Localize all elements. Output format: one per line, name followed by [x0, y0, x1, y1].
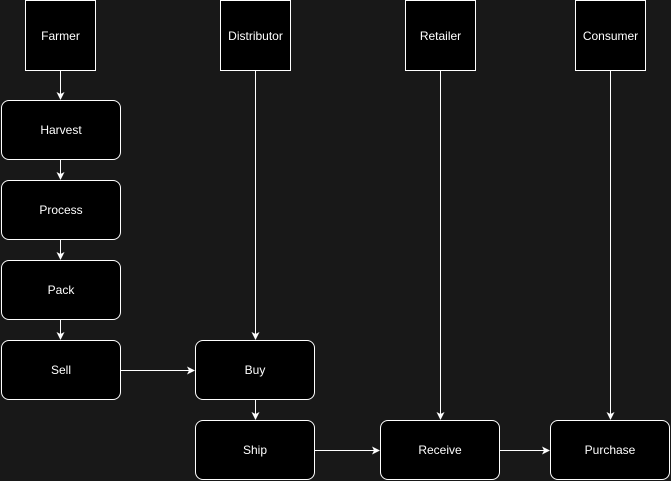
actor-consumer-label: Consumer	[582, 28, 639, 43]
step-receive-label: Receive	[418, 443, 462, 457]
step-ship[interactable]: Ship	[195, 420, 315, 480]
step-sell-label: Sell	[50, 363, 71, 377]
step-harvest[interactable]: Harvest	[1, 100, 121, 160]
step-harvest-label: Harvest	[40, 123, 82, 137]
step-ship-label: Ship	[242, 443, 268, 457]
step-receive[interactable]: Receive	[380, 420, 500, 480]
actor-consumer[interactable]: Consumer	[575, 0, 646, 71]
step-pack-label: Pack	[47, 283, 75, 297]
actor-retailer[interactable]: Retailer	[405, 0, 476, 71]
step-process[interactable]: Process	[1, 180, 121, 240]
step-purchase[interactable]: Purchase	[550, 420, 670, 480]
step-sell[interactable]: Sell	[1, 340, 121, 400]
actor-distributor-label: Distributor	[228, 28, 283, 43]
actor-distributor[interactable]: Distributor	[220, 0, 291, 71]
step-purchase-label: Purchase	[584, 443, 636, 457]
step-process-label: Process	[39, 203, 83, 217]
step-buy[interactable]: Buy	[195, 340, 315, 400]
step-buy-label: Buy	[244, 363, 266, 377]
actor-farmer-label: Farmer	[41, 28, 80, 43]
actor-farmer[interactable]: Farmer	[25, 0, 96, 71]
step-pack[interactable]: Pack	[1, 260, 121, 320]
actor-retailer-label: Retailer	[419, 28, 462, 43]
